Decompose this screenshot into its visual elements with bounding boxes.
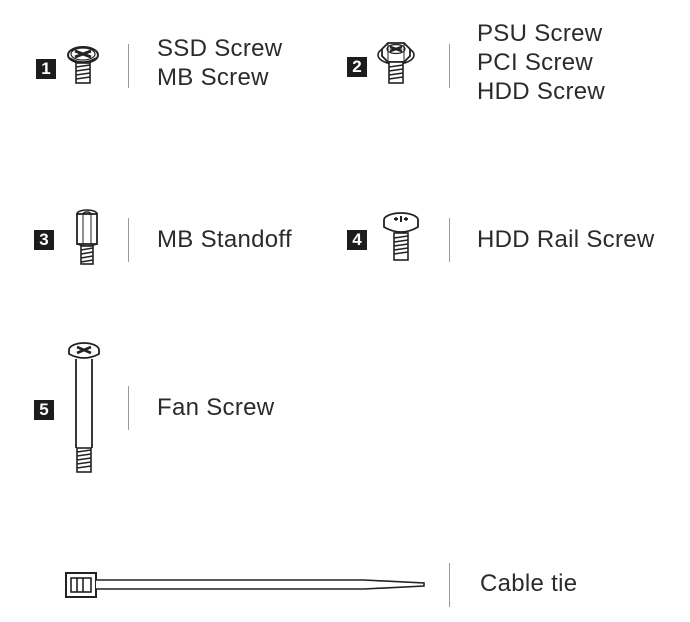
label-line: Cable tie [480,570,578,597]
standoff-icon [76,209,98,265]
separator-line [449,218,450,262]
item-label: MB Standoff [157,225,292,254]
label-line: SSD Screw [157,35,283,62]
item-label: Cable tie [480,569,577,598]
separator-line [128,218,129,262]
label-line: HDD Screw [477,78,606,105]
label-line: MB Screw [157,64,269,91]
item-number-badge: 2 [347,57,367,77]
label-line: PCI Screw [477,49,594,76]
hex-head-screw-icon [377,42,415,84]
label-line: PSU Screw [477,20,603,47]
item-label: HDD Rail Screw [477,225,655,254]
cable-tie-icon [65,572,425,598]
separator-line [128,386,129,430]
flat-head-screw-icon [67,46,99,84]
item-label: SSD Screw MB Screw [157,34,282,92]
separator-line [128,44,129,88]
item-label: Fan Screw [157,393,274,422]
item-number-badge: 4 [347,230,367,250]
label-line: MB Standoff [157,226,292,253]
item-number-badge: 1 [36,59,56,79]
item-label: PSU Screw PCI Screw HDD Screw [477,19,605,106]
label-line: Fan Screw [157,394,275,421]
separator-line [449,44,450,88]
item-number-badge: 5 [34,400,54,420]
long-screw-icon [68,342,100,473]
item-number-badge: 3 [34,230,54,250]
rail-screw-icon [383,212,419,261]
label-line: HDD Rail Screw [477,226,655,253]
separator-line [449,563,450,607]
